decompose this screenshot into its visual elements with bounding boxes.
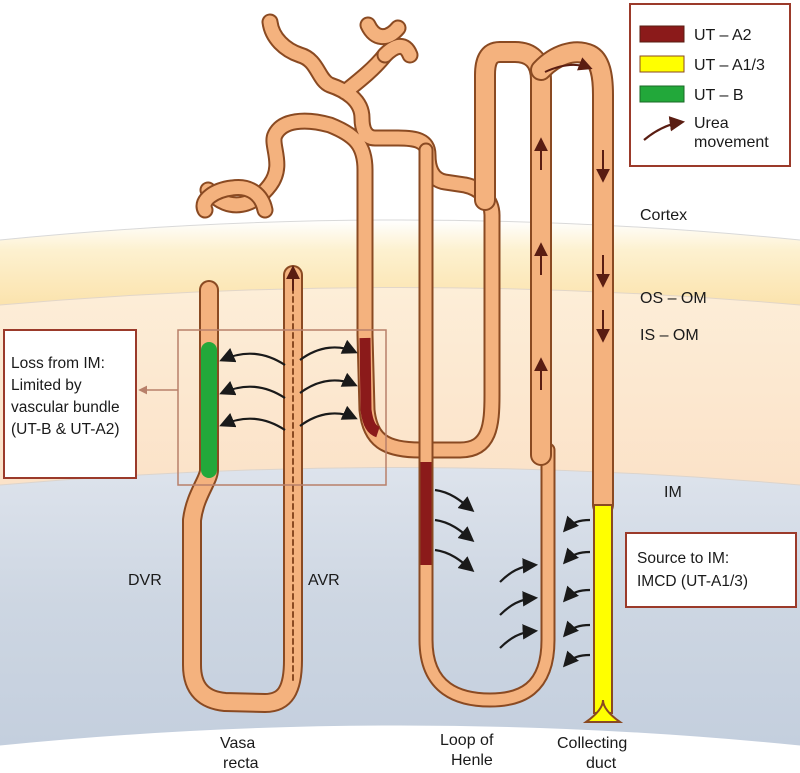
glomerulus-fork-top xyxy=(359,16,419,64)
label-dvr: DVR xyxy=(128,572,162,589)
vascular-bundle-box xyxy=(177,329,387,486)
duct-opening xyxy=(582,699,624,723)
loop-of-henle-tube xyxy=(418,142,556,708)
label-avr: AVR xyxy=(308,572,340,589)
zone-boundary-top xyxy=(0,219,800,241)
source-callout-line-2: IMCD (UT-A1/3) xyxy=(637,573,748,590)
legend-label-ut-b: UT – B xyxy=(694,87,744,104)
legend-label-ut-a2: UT – A2 xyxy=(694,27,752,44)
ut-a2-segment-vasa xyxy=(359,337,381,438)
urea-flow-arrows-tubule xyxy=(534,57,610,390)
legend-swatch-ut-b xyxy=(639,85,685,103)
imcd-ut-a13-segment xyxy=(593,504,613,714)
label-vasa-recta-1: Vasa xyxy=(220,735,255,752)
label-duct-1: Collecting xyxy=(557,735,627,752)
label-loop-1: Loop of xyxy=(440,732,494,749)
glomerulus-fork-left xyxy=(195,178,274,219)
label-vasa-recta-2: recta xyxy=(223,755,259,772)
vasa-recta xyxy=(182,265,303,713)
loss-from-im-callout: Loss from IM: Limited by vascular bundle… xyxy=(3,329,137,479)
collecting-duct-tube xyxy=(530,41,614,516)
source-callout-line-1: Source to IM: xyxy=(637,550,729,567)
legend-urea-label-2: movement xyxy=(694,134,769,151)
legend-urea-arrow-icon xyxy=(643,116,686,141)
zone-label-cortex: Cortex xyxy=(640,207,687,224)
source-callout-frame xyxy=(625,532,797,608)
legend: UT – A2 UT – A1/3 UT – B Urea movement xyxy=(629,3,791,167)
legend-swatch-ut-a2 xyxy=(639,25,685,43)
legend-swatch-ut-a13 xyxy=(639,55,685,73)
legend-urea-label-1: Urea xyxy=(694,115,729,132)
zone-label-im: IM xyxy=(664,484,682,501)
zone-boundary-bottom xyxy=(0,724,800,746)
zone-boundary-om xyxy=(0,287,800,306)
label-duct-2: duct xyxy=(586,755,617,772)
zone-label-os-om: OS – OM xyxy=(640,290,707,307)
loss-callout-line-2: Limited by xyxy=(11,377,82,394)
source-to-im-callout: Source to IM: IMCD (UT-A1/3) xyxy=(625,532,797,608)
loss-callout-frame xyxy=(3,329,137,479)
urea-movement-arrows xyxy=(219,339,591,668)
label-loop-2: Henle xyxy=(451,752,493,769)
loss-callout-line-3: vascular bundle xyxy=(11,399,120,416)
zone-label-is-om: IS – OM xyxy=(640,327,699,344)
loss-callout-line-4: (UT-B & UT-A2) xyxy=(11,421,120,438)
legend-label-ut-a13: UT – A1/3 xyxy=(694,57,765,74)
loss-callout-line-1: Loss from IM: xyxy=(11,355,105,372)
